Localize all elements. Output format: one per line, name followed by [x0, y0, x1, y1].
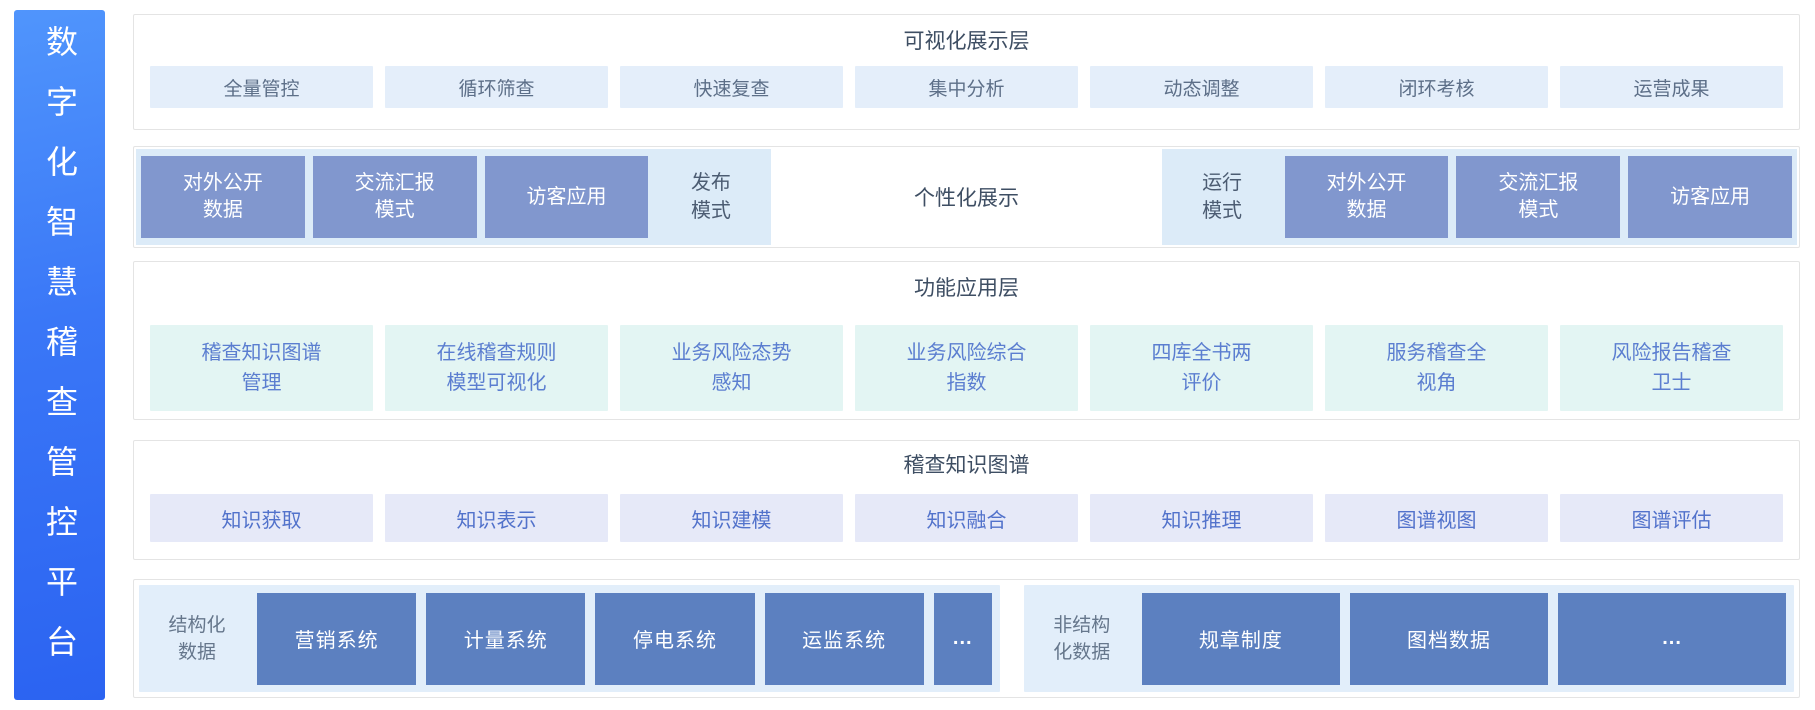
layer-display-modes: 对外公开 数据 交流汇报 模式 访客应用 发布 模式 个性化展示 运行 模式 对… [133, 146, 1800, 248]
visualization-item: 全量管控 [150, 66, 373, 108]
function-item: 服务稽查全 视角 [1325, 325, 1548, 411]
function-item: 业务风险态势 感知 [620, 325, 843, 411]
layer-function: 功能应用层 稽查知识图谱 管理 在线稽查规则 模型可视化 业务风险态势 感知 业… [133, 261, 1800, 420]
platform-title-bar: 数字化智慧稽查管控平台 [14, 10, 105, 700]
unstructured-data-group: 非结构 化数据 规章制度 图档数据 ... [1023, 585, 1794, 692]
layer-knowledge-graph-title: 稽查知识图谱 [903, 454, 1030, 477]
run-mode-group: 运行 模式 对外公开 数据 交流汇报 模式 访客应用 [1162, 149, 1797, 245]
structured-more-box: ... [933, 592, 992, 685]
visualization-item: 闭环考核 [1325, 66, 1548, 108]
personalized-display-label: 个性化展示 [914, 187, 1019, 210]
layer-knowledge-graph: 稽查知识图谱 知识获取 知识表示 知识建模 知识融合 知识推理 图谱视图 图谱评… [133, 440, 1800, 560]
layer-data-sources: 结构化 数据 营销系统 计量系统 停电系统 运监系统 ... 非结构 化数据 规… [133, 579, 1800, 698]
layer-visualization-title: 可视化展示层 [903, 30, 1030, 53]
knowledge-item: 图谱视图 [1325, 494, 1548, 542]
function-items-row: 稽查知识图谱 管理 在线稽查规则 模型可视化 业务风险态势 感知 业务风险综合 … [150, 325, 1783, 411]
run-mode-box: 对外公开 数据 [1284, 156, 1449, 238]
function-item: 四库全书两 评价 [1090, 325, 1313, 411]
knowledge-item: 知识推理 [1090, 494, 1313, 542]
visualization-item: 循环筛查 [385, 66, 608, 108]
visualization-item: 运营成果 [1560, 66, 1783, 108]
publish-mode-group: 对外公开 数据 交流汇报 模式 访客应用 发布 模式 [136, 149, 771, 245]
knowledge-item: 知识表示 [385, 494, 608, 542]
knowledge-item: 图谱评估 [1560, 494, 1783, 542]
run-mode-box: 访客应用 [1628, 156, 1792, 238]
visualization-item: 动态调整 [1090, 66, 1313, 108]
structured-data-group: 结构化 数据 营销系统 计量系统 停电系统 运监系统 ... [139, 585, 1000, 692]
unstructured-system-box: 规章制度 [1141, 592, 1340, 685]
layers-column: 可视化展示层 全量管控 循环筛查 快速复查 集中分析 动态调整 闭环考核 运营成… [133, 14, 1800, 698]
function-item: 业务风险综合 指数 [855, 325, 1078, 411]
knowledge-items-row: 知识获取 知识表示 知识建模 知识融合 知识推理 图谱视图 图谱评估 [150, 494, 1783, 542]
unstructured-more-box: ... [1558, 592, 1786, 685]
structured-system-box: 营销系统 [257, 592, 417, 685]
publish-mode-box: 对外公开 数据 [141, 156, 305, 238]
unstructured-system-box: 图档数据 [1349, 592, 1549, 685]
knowledge-item: 知识融合 [855, 494, 1078, 542]
layer-function-title: 功能应用层 [914, 277, 1019, 300]
unstructured-data-label: 非结构 化数据 [1053, 614, 1111, 663]
run-mode-label: 运行 模式 [1202, 172, 1243, 222]
function-item: 风险报告稽查 卫士 [1560, 325, 1783, 411]
knowledge-item: 知识获取 [150, 494, 373, 542]
visualization-item: 快速复查 [620, 66, 843, 108]
structured-system-box: 运监系统 [764, 592, 924, 685]
run-mode-box: 交流汇报 模式 [1456, 156, 1621, 238]
visualization-item: 集中分析 [855, 66, 1078, 108]
structured-system-box: 计量系统 [426, 592, 586, 685]
publish-mode-box: 交流汇报 模式 [312, 156, 477, 238]
platform-title: 数字化智慧稽查管控平台 [42, 25, 78, 685]
structured-system-box: 停电系统 [595, 592, 755, 685]
function-item: 稽查知识图谱 管理 [150, 325, 373, 411]
function-item: 在线稽查规则 模型可视化 [385, 325, 608, 411]
publish-mode-label: 发布 模式 [690, 172, 731, 222]
structured-data-label: 结构化 数据 [168, 614, 226, 663]
knowledge-item: 知识建模 [620, 494, 843, 542]
layer-visualization: 可视化展示层 全量管控 循环筛查 快速复查 集中分析 动态调整 闭环考核 运营成… [133, 14, 1800, 130]
publish-mode-box: 访客应用 [484, 156, 649, 238]
visualization-items-row: 全量管控 循环筛查 快速复查 集中分析 动态调整 闭环考核 运营成果 [150, 66, 1783, 108]
